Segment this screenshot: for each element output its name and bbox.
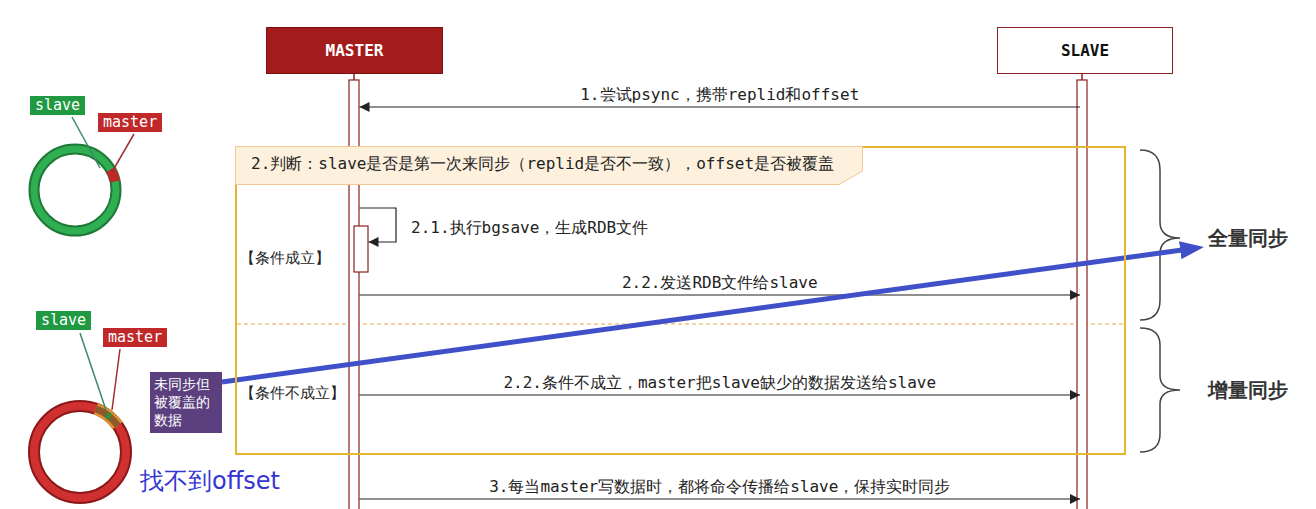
note-label: 找不到offset: [140, 465, 280, 497]
leader-line: [72, 117, 100, 168]
leader-line: [112, 349, 120, 410]
message-label: 1.尝试psync，携带replid和offset: [577, 85, 862, 104]
activation-bar: [354, 226, 368, 272]
condition-note-text: 2.判断：slave是否是第一次来同步（replid是否不一致），offset是…: [251, 154, 834, 175]
lifeline: [353, 74, 355, 80]
message-arrow: [360, 294, 1081, 295]
ring-segment: [21, 393, 139, 509]
leader-line: [112, 134, 134, 172]
ring-tag: slave: [36, 311, 91, 330]
ring-tag-text: master: [108, 328, 162, 347]
message-label: 2.2.条件不成立，master把slave缺少的数据发送给slave: [500, 373, 939, 392]
ring-tag-text: slave: [35, 96, 80, 115]
message-arrow: [360, 208, 397, 242]
condition-note: 2.判断：slave是否是第一次来同步（replid是否不一致），offset是…: [235, 146, 863, 185]
ring-buffer: [34, 149, 116, 231]
activation-bar: [349, 80, 359, 509]
ring-buffer: [34, 149, 116, 231]
alt-frame-text: 【条件不成立】: [240, 384, 345, 403]
lifeline-head: SLAVE: [997, 27, 1173, 74]
ring-tag: slave: [30, 96, 85, 115]
ring-segment: [19, 134, 131, 246]
callout-box: 未同步但被覆盖的数据: [150, 372, 222, 433]
lifeline: [1081, 74, 1083, 80]
alt-frame: 【条件成立】【条件不成立】 2.判断：slave是否是第一次来同步（replid是…: [235, 146, 1126, 455]
ring-tag-text: slave: [41, 311, 86, 330]
lifeline-head: MASTER: [266, 27, 443, 74]
message-label: 3.每当master写数据时，都将命令传播给slave，保持实时同步: [486, 477, 953, 496]
note-outline: [236, 147, 863, 185]
message-label: 2.2.发送RDB文件给slave: [619, 273, 821, 292]
sync-type-text: 增量同步: [1208, 377, 1288, 403]
callout-box-text: 未同步但被覆盖的数据: [154, 375, 218, 430]
message-arrow: [360, 498, 1081, 499]
ring-segment: [21, 393, 139, 509]
brace: [1140, 150, 1180, 320]
callout-arrow: [222, 250, 1182, 382]
alt-frame-text: 【条件成立】: [240, 249, 330, 268]
lifeline-head-text: MASTER: [326, 41, 384, 60]
message-arrow: [360, 394, 1081, 395]
ring-tag: master: [103, 328, 167, 347]
sync-type: 增量同步: [1208, 377, 1288, 403]
message-arrow: [360, 106, 1081, 107]
sync-type-text: 全量同步: [1208, 225, 1288, 251]
alt-divider: [237, 324, 1124, 325]
message-label: 2.1.执行bgsave，生成RDB文件: [408, 218, 651, 237]
ring-tag: master: [98, 113, 162, 132]
brace: [1140, 328, 1180, 452]
ring-tag-text: master: [103, 113, 157, 132]
lifeline-head-text: SLAVE: [1061, 41, 1109, 60]
sync-type: 全量同步: [1208, 225, 1288, 251]
ring-segment: [16, 388, 144, 509]
